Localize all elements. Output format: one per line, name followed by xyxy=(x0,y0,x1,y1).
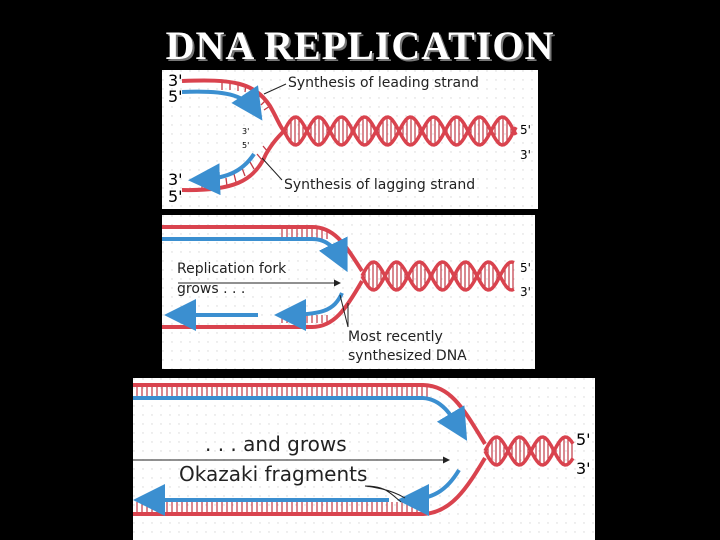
end-label-bottom-3: 3' xyxy=(168,170,183,189)
panel-3-diagram: 5' 3' xyxy=(133,378,595,540)
top-parent-strand xyxy=(133,383,487,446)
recent-pointer xyxy=(339,294,349,328)
leading-strand xyxy=(133,396,468,441)
panel-replication-fork: 3' 5' 3' 5' 3' 5' 5' 3' Synthesis of lea… xyxy=(162,70,538,209)
lagging-strand xyxy=(188,152,256,196)
bottom-parent-strand xyxy=(162,280,364,329)
end-label-top-5: 5' xyxy=(168,87,183,106)
panel-okazaki-fragments: 5' 3' . . . and grows Okazaki fragments xyxy=(133,378,595,540)
top-arm-rungs xyxy=(136,386,428,398)
leading-strand xyxy=(162,236,348,273)
panel-fork-grows: 5' 3' Replication fork grows . . . Most … xyxy=(162,215,535,369)
lagging-fragment-1 xyxy=(397,468,461,516)
top-arm-rungs xyxy=(281,229,328,239)
panel-1-diagram: 3' 5' 3' 5' 3' 5' 5' 3' xyxy=(162,70,538,209)
label-okazaki-fragments: Okazaki fragments xyxy=(179,462,368,486)
label-fork-line-1: Replication fork xyxy=(177,261,287,277)
top-parent-strand xyxy=(162,225,364,273)
end-label-inner-5: 5' xyxy=(242,141,249,150)
label-recent-line-1: Most recently xyxy=(348,329,443,345)
double-helix xyxy=(483,435,575,467)
leading-strand xyxy=(181,85,263,121)
label-leading-strand: Synthesis of leading strand xyxy=(288,75,479,91)
label-fork-line-2: grows . . . xyxy=(177,281,246,297)
label-lagging-strand: Synthesis of lagging strand xyxy=(284,177,476,193)
end-label-right-3: 3' xyxy=(520,148,531,162)
end-label-right-3: 3' xyxy=(520,285,531,299)
label-recent-line-2: synthesized DNA xyxy=(348,348,467,364)
top-parent-strand xyxy=(181,78,286,133)
end-label-right-5: 5' xyxy=(520,261,531,275)
lagging-pointer xyxy=(261,157,283,181)
end-label-right-5: 5' xyxy=(576,430,591,449)
end-label-top-3: 3' xyxy=(168,71,183,90)
end-label-inner-3: 3' xyxy=(242,127,249,136)
okazaki-pointer xyxy=(364,485,406,503)
double-helix xyxy=(360,260,515,292)
lagging-fragment-1 xyxy=(274,292,344,331)
slide-title: DNA REPLICATION xyxy=(165,23,555,68)
end-label-right-5: 5' xyxy=(520,123,531,137)
end-label-bottom-5: 5' xyxy=(168,187,183,206)
leading-pointer xyxy=(263,83,287,95)
double-helix xyxy=(282,115,518,147)
label-and-grows: . . . and grows xyxy=(205,432,347,456)
end-label-right-3: 3' xyxy=(576,459,591,478)
panel-2-diagram: 5' 3' xyxy=(162,215,535,369)
